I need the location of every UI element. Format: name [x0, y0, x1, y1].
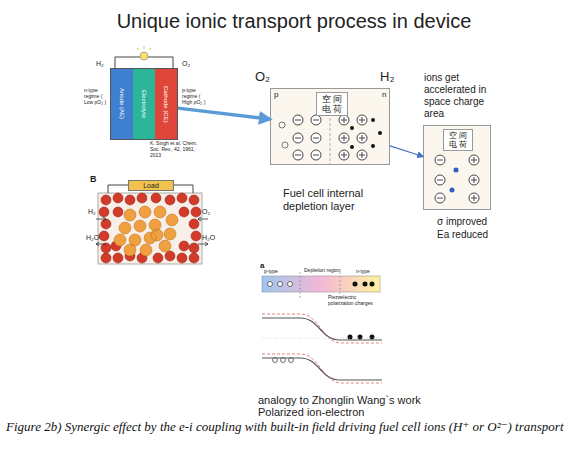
- light-bulb: [140, 52, 148, 60]
- box-heading: Fuel cell internal depletion layer: [283, 187, 391, 213]
- region-letter: n: [382, 90, 386, 99]
- anion-symbols: [293, 115, 321, 160]
- load-box: Load: [128, 180, 174, 191]
- layer-label: Anode (AE): [111, 69, 133, 139]
- cation-symbols: [469, 155, 479, 203]
- electron-dots: [348, 282, 375, 340]
- analogy-note: Polarized ion-electron: [258, 406, 364, 419]
- cation-spheres: [114, 206, 178, 256]
- band-note: Piezoelectric polarization charges: [328, 295, 376, 307]
- panel-letter: a: [260, 261, 264, 270]
- result-note: σ improved: [437, 216, 487, 228]
- layer-label: Electrolyte: [133, 69, 155, 139]
- region-name: n-type: [356, 269, 370, 275]
- space-charge-label: 空 间 电 荷: [443, 129, 473, 151]
- flow-arrow: [390, 146, 423, 157]
- chem-label: H₂O: [86, 234, 99, 242]
- cell-frame: [98, 193, 202, 264]
- space-charge-label: 空 间 电 荷: [316, 92, 348, 116]
- regime-note: n-type regime ( Low pO₂ ): [84, 88, 108, 105]
- gas-flow-arrows: [96, 217, 208, 246]
- region-letter: p: [274, 90, 278, 99]
- depletion-box: 空 间 电 荷Fuel cell internal depletion laye…: [270, 88, 390, 165]
- result-note: Ea reduced: [437, 229, 488, 241]
- band-edges: [262, 318, 382, 380]
- gas-label: H₂: [380, 70, 394, 85]
- regime-note: p-type regime ( High pO₂ ): [182, 88, 208, 105]
- junction-line: [330, 113, 331, 165]
- flow-arrow: [178, 108, 270, 119]
- chem-label: O₂: [182, 60, 190, 68]
- shifted-band-edges: [262, 314, 382, 383]
- region-name: Depletion region: [304, 268, 340, 274]
- gas-label: O₂: [255, 70, 270, 85]
- chem-label: O₂: [202, 208, 210, 216]
- zoom-fill: [423, 125, 491, 210]
- anion-symbols: [435, 155, 445, 203]
- oxygen-spheres: [99, 193, 201, 263]
- bulb-rays: [137, 46, 151, 50]
- box-heading: ions get accelerated in space charge are…: [424, 72, 506, 120]
- load-label: Load: [129, 181, 173, 190]
- depletion-fill: [270, 88, 390, 165]
- cation-symbols: [339, 115, 367, 160]
- region-name: p-type: [264, 269, 278, 275]
- chem-label: H₂: [88, 208, 96, 216]
- analogy-note: analogy to Zhonglin Wang`s work: [258, 394, 421, 407]
- chem-label: H₂O: [202, 234, 215, 242]
- citation: K. Singh et al, Chem. Soc. Rev., 42, 196…: [150, 141, 202, 158]
- accelerated-ions: [450, 168, 459, 193]
- panel-letter: B: [90, 174, 97, 184]
- figure-caption: Figure 2b) Synergic effect by the e-i co…: [6, 420, 582, 434]
- zoom-box: ions get accelerated in space charge are…: [423, 125, 491, 210]
- slide-title: Unique ionic transport process in device: [0, 10, 588, 33]
- layer-label: Cathode (CE): [155, 69, 177, 139]
- hole-circles: [279, 122, 288, 148]
- fermi-level: [262, 338, 382, 339]
- chem-label: H₂: [96, 60, 104, 68]
- hole-circles: [268, 282, 294, 363]
- fuel-cell-stack: Anode (AE)ElectrolyteCathode (CE): [110, 68, 178, 140]
- electron-dots: [350, 118, 382, 149]
